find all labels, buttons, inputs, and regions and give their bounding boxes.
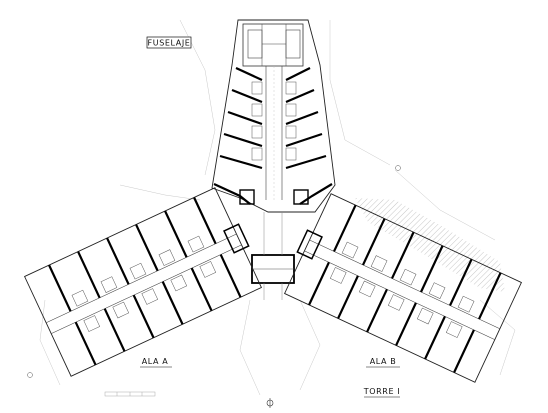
label-wing-a: ALA A: [140, 357, 172, 368]
north-wing-bathrooms: [251, 81, 297, 161]
label-north-wing: FUSELAJE: [146, 36, 192, 49]
north-arrow-icon: [266, 398, 274, 408]
wing-a-walls: [48, 197, 242, 366]
svg-text:ALA A: ALA A: [142, 357, 169, 366]
svg-text:ALA B: ALA B: [370, 357, 397, 366]
north-wing-stair-right: [285, 29, 301, 59]
wing-b-outline: [283, 193, 523, 383]
reference-mark-icon: [27, 372, 33, 378]
svg-text:TORRE I: TORRE I: [363, 387, 400, 396]
north-wing-outline: [211, 19, 336, 213]
north-wing-walls-right: [285, 67, 333, 205]
hatched-terrain: [355, 198, 505, 292]
wing-a: [23, 187, 263, 377]
wing-b-walls: [308, 204, 502, 373]
north-wing-top-core: [242, 23, 304, 67]
svg-text:FUSELAJE: FUSELAJE: [148, 39, 191, 48]
reference-mark-icon: [395, 165, 401, 171]
central-core: [251, 212, 295, 300]
wing-b: [283, 193, 523, 383]
scale-bar: [104, 391, 156, 397]
wing-a-bathrooms: [71, 235, 217, 332]
north-wing-walls-left: [213, 67, 263, 205]
north-wing: [211, 19, 336, 213]
north-wing-stair-left: [247, 29, 263, 59]
label-wing-b: ALA B: [366, 357, 400, 368]
site-context-lines: [39, 19, 516, 396]
wing-b-bathrooms: [329, 241, 475, 338]
label-tower: TORRE I: [363, 387, 400, 398]
wing-a-outline: [23, 187, 263, 377]
